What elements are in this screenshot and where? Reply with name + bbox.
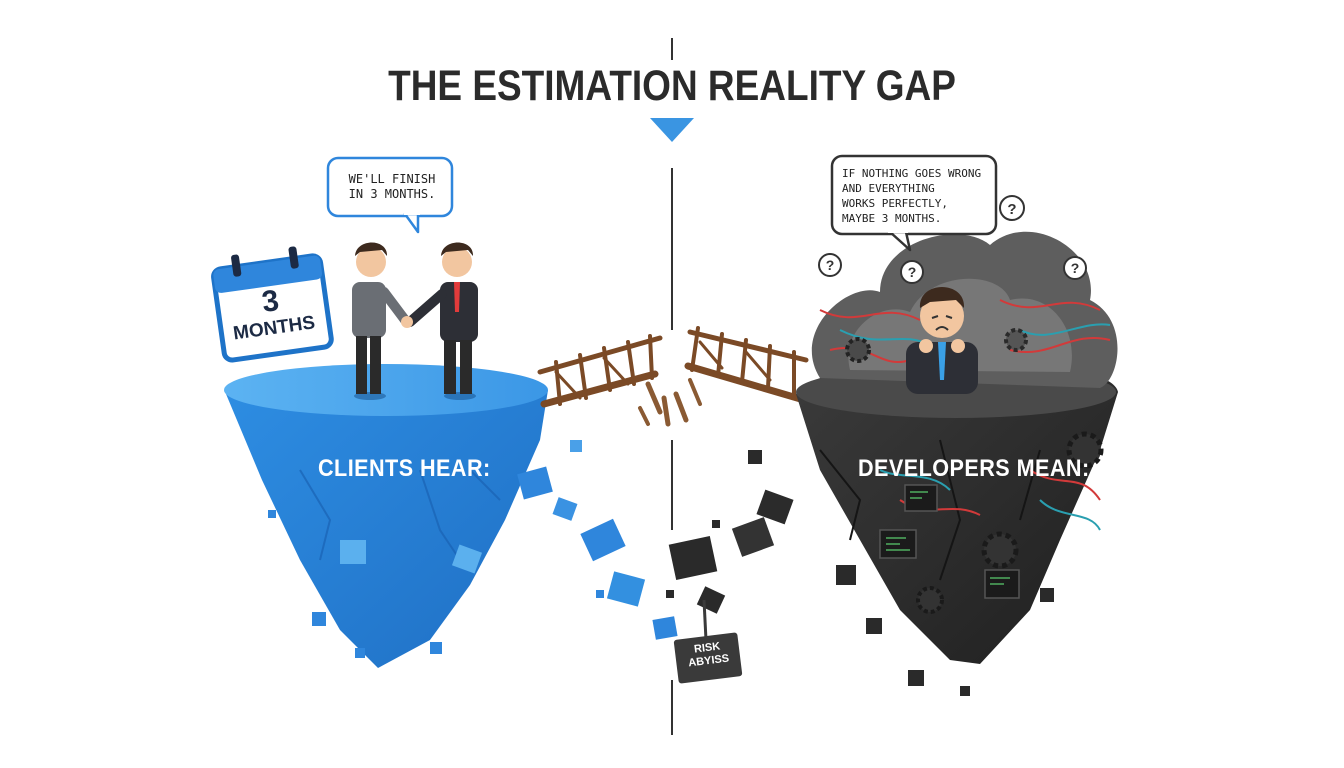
page-title: THE ESTIMATION REALITY GAP bbox=[388, 62, 956, 110]
developers-mean-label: DEVELOPERS MEAN: bbox=[858, 455, 1090, 482]
calendar-icon bbox=[211, 246, 334, 363]
stressed-developer-figure bbox=[906, 287, 978, 394]
developer-bubble-line: WORKS PERFECTLY, bbox=[842, 197, 948, 210]
developer-island: ? ? ? ? bbox=[666, 195, 1118, 696]
client-speech-bubble bbox=[326, 156, 454, 234]
developer-bubble-line: AND EVERYTHING bbox=[842, 182, 935, 195]
svg-text:?: ? bbox=[908, 264, 917, 280]
developer-bubble-line: MAYBE 3 MONTHS. bbox=[842, 212, 942, 225]
developer-bubble-line: IF NOTHING GOES WRONG bbox=[842, 167, 982, 180]
svg-text:?: ? bbox=[1007, 201, 1016, 218]
broken-bridge bbox=[537, 326, 809, 427]
client-bubble-text: WE'LL FINISH IN 3 MONTHS. bbox=[340, 172, 444, 202]
client-bubble-line: WE'LL FINISH bbox=[348, 172, 436, 186]
down-arrow-icon bbox=[650, 118, 694, 142]
svg-text:?: ? bbox=[1071, 260, 1080, 276]
svg-text:?: ? bbox=[826, 257, 835, 273]
developer-bubble-text: IF NOTHING GOES WRONG AND EVERYTHING WOR… bbox=[842, 166, 990, 226]
client-island bbox=[224, 364, 678, 668]
developer-speech-bubble bbox=[830, 154, 998, 252]
client-bubble-line: IN 3 MONTHS. bbox=[348, 187, 436, 201]
clients-hear-label: CLIENTS HEAR: bbox=[318, 455, 491, 482]
risk-abyss-sign bbox=[673, 599, 743, 684]
clients-handshake-figure bbox=[352, 242, 478, 400]
